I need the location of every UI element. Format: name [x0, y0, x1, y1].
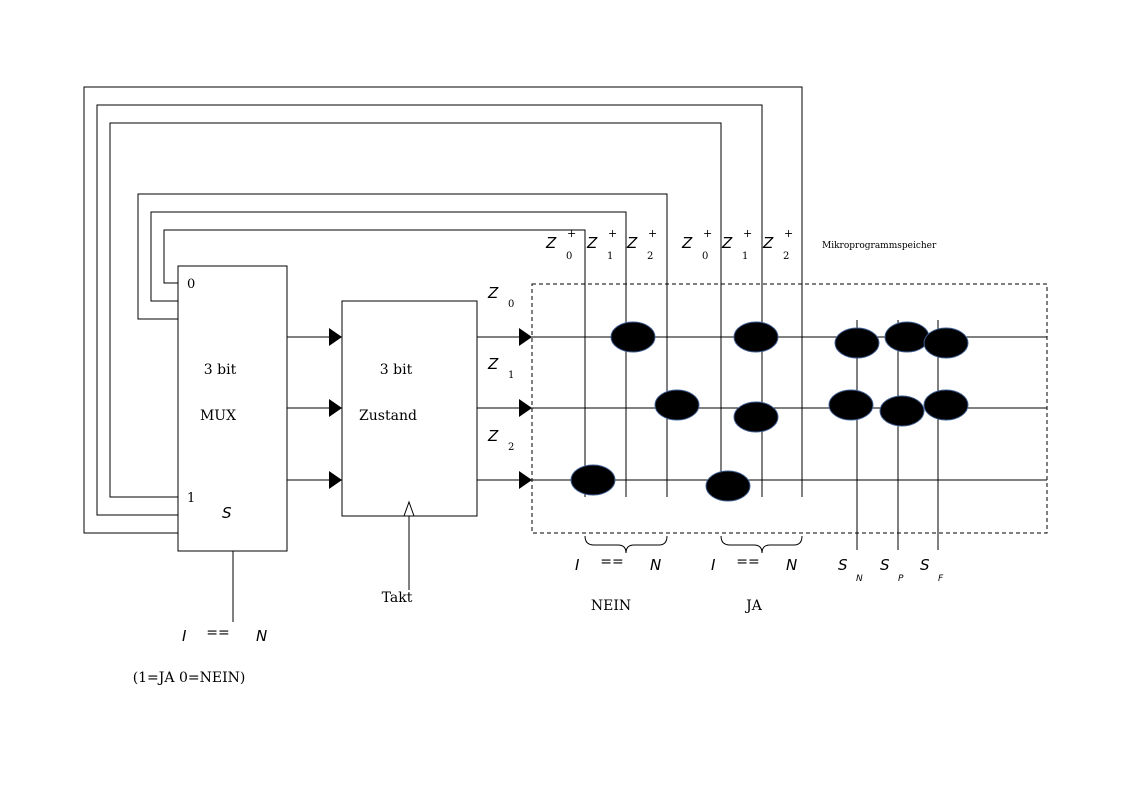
next-state-labels: Z + 0 Z + 1 Z + 2 Z + 0 Z + 1 Z + 2	[545, 227, 793, 262]
mux-width-label: 3 bit	[204, 362, 237, 378]
condition-n: N	[650, 556, 661, 574]
z-sub: 2	[508, 442, 514, 453]
connection-dot	[828, 389, 874, 421]
z-letter: Z	[487, 284, 499, 302]
feedback-wire-nein-z2	[137, 193, 668, 497]
z-sub: 0	[508, 299, 514, 310]
condition-eq: ==	[600, 554, 623, 570]
connection-dot	[610, 321, 656, 353]
z-sub: 1	[508, 370, 514, 381]
mux-select-label: S	[222, 504, 232, 522]
signal-sub: F	[938, 574, 944, 584]
arrow-head	[329, 399, 342, 417]
feedback-wire-inner	[109, 122, 722, 498]
select-condition-n: N	[256, 627, 267, 645]
mux-title: MUX	[200, 408, 236, 424]
feedback-wires	[83, 86, 803, 534]
z-sub: 2	[783, 251, 789, 262]
mux-input-1-label: 1	[187, 491, 195, 506]
signal-sub: N	[856, 574, 863, 584]
arrow-head	[519, 328, 532, 346]
condition-i: I	[711, 556, 716, 574]
nein-brace	[584, 535, 668, 554]
clock-edge-marker	[403, 500, 415, 517]
signal-letter: S	[920, 556, 930, 574]
connection-dots	[570, 321, 969, 502]
z-letter: Z	[721, 234, 733, 252]
arrow-head	[519, 399, 532, 417]
state-width-label: 3 bit	[380, 362, 413, 378]
condition-i: I	[575, 556, 580, 574]
mux-to-state-wires	[287, 328, 342, 489]
arrow-head	[519, 471, 532, 489]
feedback-wire-nein-z1	[150, 211, 627, 497]
arrow-head	[329, 471, 342, 489]
z-letter: Z	[586, 234, 598, 252]
feedback-wire-outer	[83, 86, 803, 534]
nein-label: NEIN	[591, 598, 631, 614]
state-register-box	[341, 300, 478, 517]
z-letter: Z	[545, 234, 557, 252]
signal-letter: S	[880, 556, 890, 574]
connection-dot	[570, 464, 616, 496]
state-title: Zustand	[359, 408, 417, 424]
z-sup: +	[784, 227, 793, 240]
feedback-wire-mid	[96, 104, 763, 516]
select-condition-note: (1=JA 0=NEIN)	[133, 670, 246, 686]
z-sub: 1	[607, 251, 613, 262]
select-condition-eq: ==	[206, 625, 229, 641]
mux-input-0-label: 0	[187, 277, 195, 292]
ja-label: JA	[744, 598, 763, 614]
connection-dot	[733, 401, 779, 433]
signal-letter: S	[838, 556, 848, 574]
z-sup: +	[743, 227, 752, 240]
z-sub: 1	[742, 251, 748, 262]
state-register-block: 3 bit Zustand	[341, 300, 478, 517]
condition-n: N	[786, 556, 797, 574]
z-sub: 0	[566, 251, 572, 262]
signal-labels: S N S P S F	[838, 556, 944, 584]
microprogram-memory-box	[531, 283, 1048, 534]
feedback-wire-nein-z0	[163, 229, 586, 497]
connection-dot	[834, 327, 880, 359]
clock-label: Takt	[382, 590, 413, 606]
state-bit-labels: Z 0 Z 1 Z 2	[487, 284, 514, 453]
z-letter: Z	[626, 234, 638, 252]
select-condition-i: I	[182, 627, 187, 645]
z-letter: Z	[487, 427, 499, 445]
z-sup: +	[608, 227, 617, 240]
connection-dot	[733, 321, 779, 353]
mux-block: 0 1 3 bit MUX S	[177, 265, 288, 552]
connection-dot	[654, 389, 700, 421]
connection-dot	[923, 389, 969, 421]
signal-sub: P	[898, 574, 904, 584]
condition-eq: ==	[736, 554, 759, 570]
ja-brace	[720, 535, 803, 554]
z-sup: +	[703, 227, 712, 240]
z-letter: Z	[487, 355, 499, 373]
memory-label: Mikroprogrammspeicher	[822, 241, 937, 251]
connection-dot	[923, 327, 969, 359]
connection-dot	[879, 395, 925, 427]
z-letter: Z	[762, 234, 774, 252]
connection-dot	[884, 321, 930, 353]
z-sub: 2	[647, 251, 653, 262]
z-sub: 0	[702, 251, 708, 262]
connection-dot	[705, 470, 751, 502]
arrow-head	[329, 328, 342, 346]
z-sup: +	[567, 227, 576, 240]
z-letter: Z	[681, 234, 693, 252]
z-sup: +	[648, 227, 657, 240]
